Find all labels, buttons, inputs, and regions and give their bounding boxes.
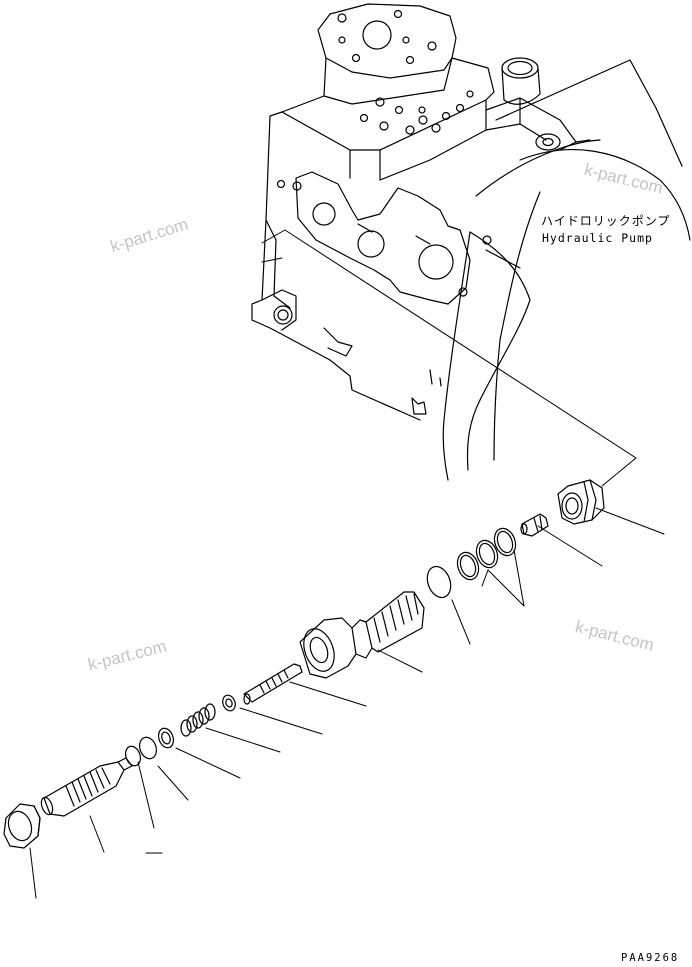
part-o-ring-small-a	[138, 736, 158, 760]
part-adjusting-screw	[40, 757, 133, 817]
leader-lines	[29, 229, 665, 899]
part-lock-nut	[3, 803, 41, 849]
part-spring	[180, 703, 216, 737]
drawing-number: PAA9268	[621, 952, 680, 964]
part-washer	[222, 694, 236, 712]
part-seal-disk	[426, 565, 452, 599]
pump-mounting-housing	[442, 59, 691, 481]
part-name-japanese: ハイドロリックポンプ	[541, 214, 671, 228]
part-valve-body	[299, 591, 425, 679]
part-valve-cap	[557, 479, 605, 525]
part-snap-ring	[157, 727, 175, 749]
part-o-rings-pair	[456, 527, 517, 581]
part-name-english: Hydraulic Pump	[542, 231, 653, 245]
part-small-plug	[520, 513, 549, 537]
hydraulic-pump-housing	[251, 3, 577, 421]
part-spring-pin	[243, 663, 303, 705]
